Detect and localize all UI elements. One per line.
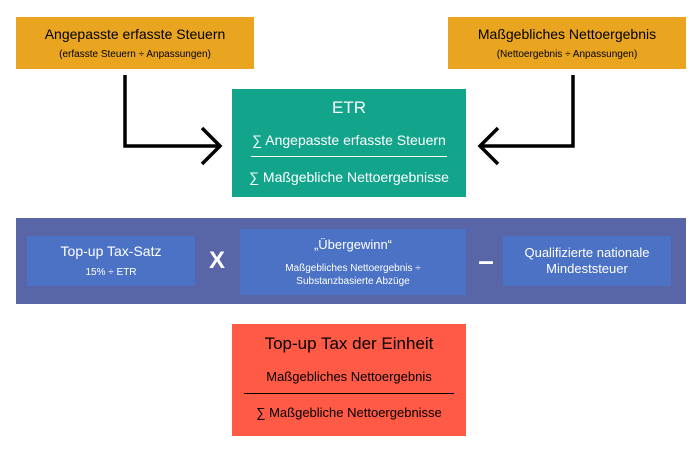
adjusted-covered-taxes-box: Angepasste erfasste Steuern (erfasste St…: [16, 17, 254, 69]
qualifying-net-income-title: Maßgebliches Nettoergebnis: [477, 25, 657, 42]
right-connector-arrow: [482, 75, 575, 148]
left-connector-arrow: [123, 75, 218, 148]
etr-title: ETR: [332, 98, 366, 117]
adjusted-covered-taxes-title: Angepasste erfasste Steuern: [44, 25, 226, 42]
adjusted-covered-taxes-subtitle: (erfasste Steuern ÷ Anpassungen): [59, 48, 211, 60]
excess-profit-subtitle: Maßgebliches Nettoergebnis ÷ Substanzbas…: [285, 263, 421, 287]
top-up-tax-rate-box: Top-up Tax-Satz 15% ÷ ETR: [27, 236, 195, 286]
multiply-operator: X: [208, 247, 225, 274]
entity-top-up-tax-denominator: ∑ Maßgebliche Nettoergebnisse: [256, 405, 442, 420]
top-up-tax-rate-subtitle: 15% ÷ ETR: [85, 267, 137, 278]
entity-top-up-tax-numerator: Maßgebliches Nettoergebnis: [266, 369, 432, 384]
etr-denominator: ∑ Maßgebliche Nettoergebnisse: [249, 169, 449, 185]
excess-profit-title: „Übergewinn“: [313, 237, 393, 252]
etr-fraction-line: [251, 156, 447, 157]
qualified-domestic-minimum-tax-title: Qualifizierte nationale Mindeststeuer: [524, 245, 650, 276]
entity-top-up-tax-box: Top-up Tax der Einheit Maßgebliches Nett…: [232, 324, 466, 436]
qualifying-net-income-subtitle: (Nettoergebnis ÷ Anpassungen): [496, 48, 638, 60]
minus-operator: –: [478, 245, 494, 276]
entity-top-up-tax-title: Top-up Tax der Einheit: [264, 334, 434, 353]
left-arrowhead: [200, 126, 223, 166]
entity-top-up-tax-fraction-line: [244, 393, 454, 394]
qualifying-net-income-box: Maßgebliches Nettoergebnis (Nettoergebni…: [448, 17, 686, 69]
qualified-domestic-minimum-tax-box: Qualifizierte nationale Mindeststeuer: [503, 236, 671, 286]
excess-profit-box: „Übergewinn“ Maßgebliches Nettoergebnis …: [240, 229, 466, 295]
right-arrowhead: [477, 126, 500, 166]
etr-box: ETR ∑ Angepasste erfasste Steuern ∑ Maßg…: [232, 89, 466, 197]
etr-numerator: ∑ Angepasste erfasste Steuern: [252, 132, 446, 148]
top-up-tax-rate-title: Top-up Tax-Satz: [60, 243, 162, 259]
